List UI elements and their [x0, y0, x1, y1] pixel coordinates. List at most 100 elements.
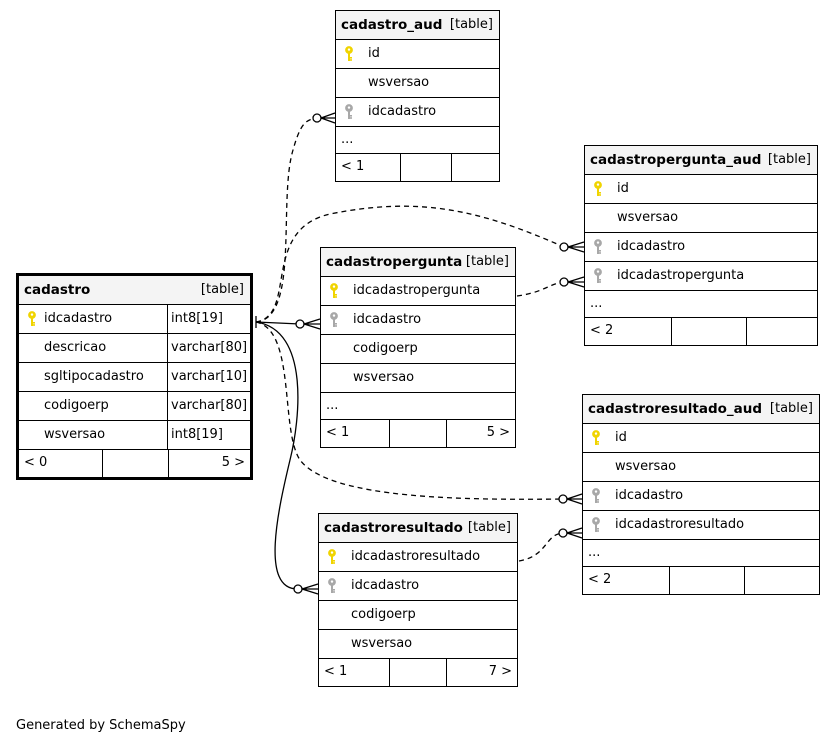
column-row[interactable]: wsversao	[583, 453, 819, 482]
children-count[interactable]: 5 >	[486, 425, 510, 440]
column-row[interactable]: codigoerp	[319, 601, 517, 630]
more-columns: ...	[336, 127, 499, 154]
foreign-key-icon	[591, 517, 601, 533]
column-row[interactable]: idcadastro	[585, 233, 817, 262]
table-cadastro[interactable]: cadastro[table] idcadastro int8[19]descric…	[16, 273, 253, 480]
more-columns-label: ...	[588, 545, 601, 560]
column-row[interactable]: idcadastropergunta	[585, 262, 817, 291]
primary-key-icon	[344, 46, 354, 62]
table-header: cadastropergunta_aud [table]	[585, 146, 817, 175]
optional-marker	[558, 494, 568, 504]
more-columns: ...	[321, 393, 515, 420]
foreign-key-icon	[329, 312, 339, 328]
column-type: int8[19]	[167, 305, 250, 333]
optional-marker	[558, 528, 568, 538]
table-cadastropergunta[interactable]: cadastropergunta[table] idcadastropergunt…	[320, 247, 516, 448]
column-row[interactable]: idcadastro	[319, 572, 517, 601]
table-cadastroresultado[interactable]: cadastroresultado[table]idcadastroresult…	[318, 513, 518, 687]
children-count[interactable]: 7 >	[488, 664, 512, 679]
table-name[interactable]: cadastropergunta_aud	[590, 152, 762, 168]
many-marker	[566, 493, 583, 505]
parents-count[interactable]: < 1	[326, 425, 350, 440]
column-row[interactable]: wsversao	[336, 69, 499, 98]
column-row[interactable]: idcadastro	[583, 482, 819, 511]
table-name[interactable]: cadastro	[24, 282, 91, 298]
primary-key-icon	[327, 549, 337, 565]
column-row[interactable]: idcadastro	[336, 98, 499, 127]
column-row[interactable]: idcadastro int8[19]	[19, 305, 250, 334]
link-cadastro-aud	[255, 117, 317, 323]
foreign-key-icon	[593, 268, 603, 284]
column-name: wsversao	[615, 459, 677, 474]
children-count[interactable]: 5 >	[221, 455, 245, 470]
parents-count[interactable]: < 1	[324, 664, 348, 679]
table-type: [table]	[767, 152, 811, 167]
table-header: cadastro[table]	[19, 276, 250, 305]
column-name: idcadastroresultado	[615, 517, 745, 532]
column-name: id	[368, 46, 380, 61]
link-resultado-aud-2	[518, 532, 564, 562]
column-row[interactable]: idcadastropergunta	[321, 277, 515, 306]
column-name: idcadastro	[615, 488, 684, 503]
table-footer: < 2	[583, 567, 819, 594]
column-row[interactable]: id	[583, 424, 819, 453]
column-row[interactable]: wsversao	[319, 630, 517, 659]
table-name[interactable]: cadastro_aud	[341, 17, 443, 33]
column-name: wsversao	[44, 427, 106, 442]
many-marker	[301, 583, 319, 595]
table-footer: < 1 5 >	[321, 420, 515, 447]
column-name: idcadastro	[353, 312, 422, 327]
column-row[interactable]: idcadastroresultado	[319, 543, 517, 572]
link-pergunta-aud-2	[516, 281, 565, 297]
many-marker	[567, 241, 585, 253]
more-columns: ...	[583, 540, 819, 567]
table-footer: < 1	[336, 154, 499, 181]
primary-key-icon	[593, 181, 603, 197]
column-name: wsversao	[351, 636, 413, 651]
link-cadastropergunta	[255, 321, 301, 325]
column-row[interactable]: idcadastro	[321, 306, 515, 335]
generated-by: Generated by SchemaSpy	[16, 718, 186, 733]
parents-count[interactable]: < 0	[24, 455, 48, 470]
table-footer: < 2	[585, 318, 817, 345]
table-cadastro_aud[interactable]: cadastro_aud [table] id wsversao idcadastro.…	[335, 10, 500, 182]
table-name[interactable]: cadastroresultado	[324, 520, 463, 536]
table-name[interactable]: cadastroresultado_aud	[588, 401, 763, 417]
optional-marker	[559, 242, 569, 252]
foreign-key-icon	[593, 239, 603, 255]
table-type: [table]	[449, 17, 493, 32]
link-cadastroresultado	[255, 321, 299, 590]
column-name: idcadastro	[368, 104, 437, 119]
column-name: codigoerp	[44, 398, 109, 413]
more-columns-label: ...	[326, 398, 339, 413]
parents-count[interactable]: < 1	[341, 159, 365, 174]
foreign-key-icon	[327, 578, 337, 594]
column-name: sgltipocadastro	[44, 369, 144, 384]
column-name: idcadastro	[351, 578, 420, 593]
column-row[interactable]: idcadastroresultado	[583, 511, 819, 540]
column-name: codigoerp	[353, 341, 418, 356]
table-name[interactable]: cadastropergunta	[326, 254, 463, 270]
column-name: id	[615, 430, 627, 445]
table-type: [table]	[465, 254, 509, 269]
parents-count[interactable]: < 2	[588, 572, 612, 587]
optional-marker	[312, 113, 322, 123]
many-marker	[567, 276, 585, 288]
column-row[interactable]: id	[336, 40, 499, 69]
optional-marker	[559, 277, 569, 287]
more-columns-label: ...	[341, 132, 354, 147]
column-row[interactable]: codigoerp	[321, 335, 515, 364]
column-row[interactable]: wsversao	[585, 204, 817, 233]
column-row[interactable]: wsversao	[321, 364, 515, 393]
parents-count[interactable]: < 2	[590, 323, 614, 338]
column-row[interactable]: codigoerp varchar[80]	[19, 392, 250, 421]
column-row[interactable]: id	[585, 175, 817, 204]
column-name: idcadastro	[44, 311, 113, 326]
column-type: varchar[80]	[167, 392, 250, 420]
